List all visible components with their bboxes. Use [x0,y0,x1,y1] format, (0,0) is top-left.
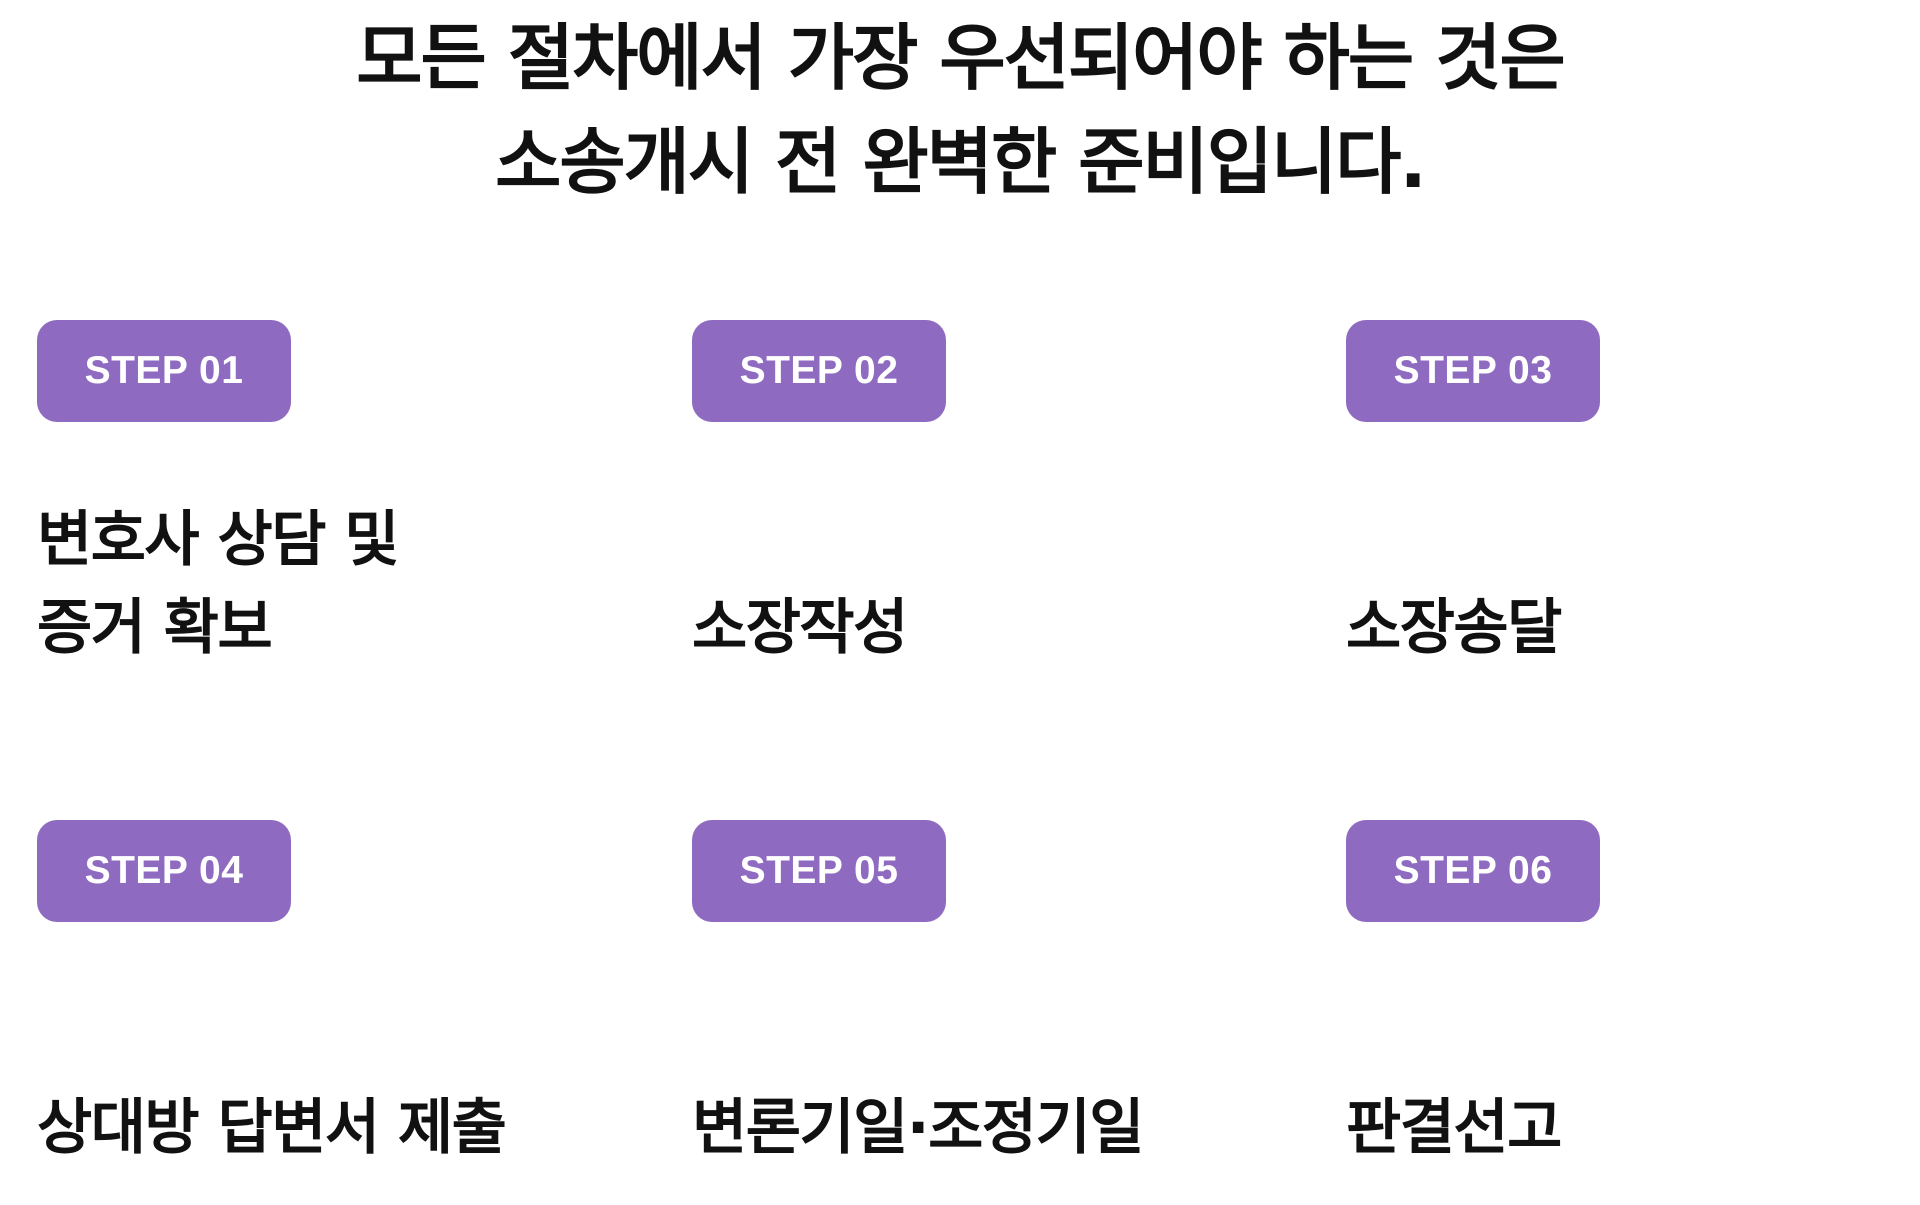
step-title-01-line-1: 변호사 상담 및 [37,505,399,575]
step-title-06: 판결선고 [1346,1093,1562,1163]
step-badge-06: STEP 06 [1346,820,1600,922]
step-title-04: 상대방 답변서 제출 [37,1093,507,1163]
headline-line-2: 소송개시 전 완벽한 준비입니다. [495,120,1427,204]
step-title-02: 소장작성 [692,593,908,663]
step-title-01: 변호사 상담 및 증거 확보 [37,496,657,672]
step-title-01-line-2: 증거 확보 [37,593,273,663]
step-badge-04: STEP 04 [37,820,291,922]
step-badge-02: STEP 02 [692,320,946,422]
page-headline: 모든 절차에서 가장 우선되어야 하는 것은 소송개시 전 완벽한 준비입니다. [0,6,1920,214]
step-title-05: 변론기일·조정기일 [692,1093,1144,1163]
step-title-03: 소장송달 [1346,593,1562,663]
step-badge-01: STEP 01 [37,320,291,422]
step-badge-05: STEP 05 [692,820,946,922]
step-badge-03: STEP 03 [1346,320,1600,422]
headline-line-1: 모든 절차에서 가장 우선되어야 하는 것은 [356,16,1565,100]
